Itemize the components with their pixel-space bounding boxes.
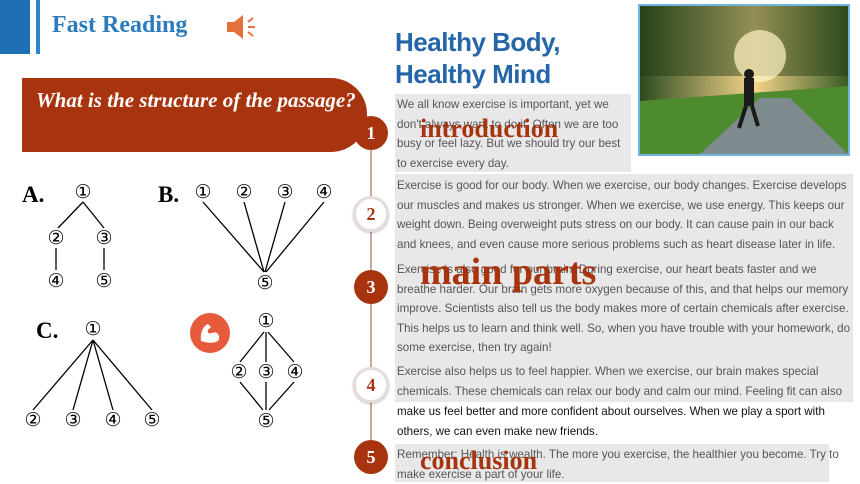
timeline-step-3[interactable]: 3 (354, 270, 388, 304)
speaker-icon[interactable] (226, 13, 260, 41)
option-a-node-4: ④ (47, 270, 64, 292)
paragraph-1: We all know exercise is important, yet w… (397, 98, 621, 170)
option-a-node-2: ② (47, 227, 64, 249)
option-c-node-3: ③ (64, 409, 81, 431)
paragraph-5: Remember: Health is wealth. The more you… (397, 448, 839, 481)
option-c-node-5: ⑤ (143, 409, 160, 431)
body-paragraphs-shade (395, 174, 853, 402)
runner-photo (638, 4, 850, 156)
option-c-label[interactable]: C. (36, 318, 59, 343)
option-c-node-4: ④ (104, 409, 121, 431)
option-d-node-3: ③ (257, 361, 274, 383)
option-d-node-1: ① (257, 310, 274, 332)
paragraph-3: Exercise is also good for our brain. Dur… (397, 263, 851, 354)
option-b-node-4: ④ (315, 181, 332, 203)
option-d-node-4: ④ (286, 361, 303, 383)
option-a-label[interactable]: A. (22, 182, 45, 207)
option-b-node-5: ⑤ (256, 272, 273, 294)
label-main-parts: main parts (420, 251, 597, 293)
paragraph-2: Exercise is good for our body. When we e… (397, 179, 847, 251)
timeline-step-2[interactable]: 2 (353, 196, 389, 232)
timeline-step-1[interactable]: 1 (354, 116, 388, 150)
muscle-icon[interactable] (190, 313, 230, 353)
header-accent-bar (0, 0, 30, 54)
page-title: Fast Reading (52, 12, 188, 38)
option-d-node-5: ⑤ (257, 410, 274, 432)
option-c-node-1: ① (84, 318, 101, 340)
option-b-label[interactable]: B. (158, 182, 180, 207)
article-title: Healthy Body, Healthy Mind (395, 26, 560, 90)
timeline-step-4[interactable]: 4 (353, 367, 389, 403)
paragraph-1-shade (395, 94, 631, 172)
option-b-node-1: ① (194, 181, 211, 203)
header-accent-bar-thin (36, 0, 40, 54)
runner-photo-art (640, 6, 848, 154)
question-box (22, 78, 367, 152)
article-title-line-1: Healthy Body, (395, 27, 560, 57)
paragraph-4-part-2: make us feel better and more confident a… (397, 405, 825, 438)
option-a-node-1: ① (74, 181, 91, 203)
paragraph-4-part-1: Exercise also helps us to feel happier. … (397, 365, 843, 398)
option-d-node-2: ② (230, 361, 247, 383)
label-introduction: introduction (420, 114, 559, 143)
label-conclusion: conclusion (420, 446, 538, 475)
option-a-node-5: ⑤ (95, 270, 112, 292)
option-c-node-2: ② (24, 409, 41, 431)
paragraph-5-shade (395, 444, 829, 482)
option-a-node-3: ③ (95, 227, 112, 249)
question-text: What is the structure of the passage? (36, 88, 356, 112)
option-b-node-3: ③ (276, 181, 293, 203)
option-b-node-2: ② (235, 181, 252, 203)
muscle-icon-glyph (200, 324, 220, 343)
timeline-step-5[interactable]: 5 (354, 440, 388, 474)
article-title-line-2: Healthy Mind (395, 59, 551, 89)
